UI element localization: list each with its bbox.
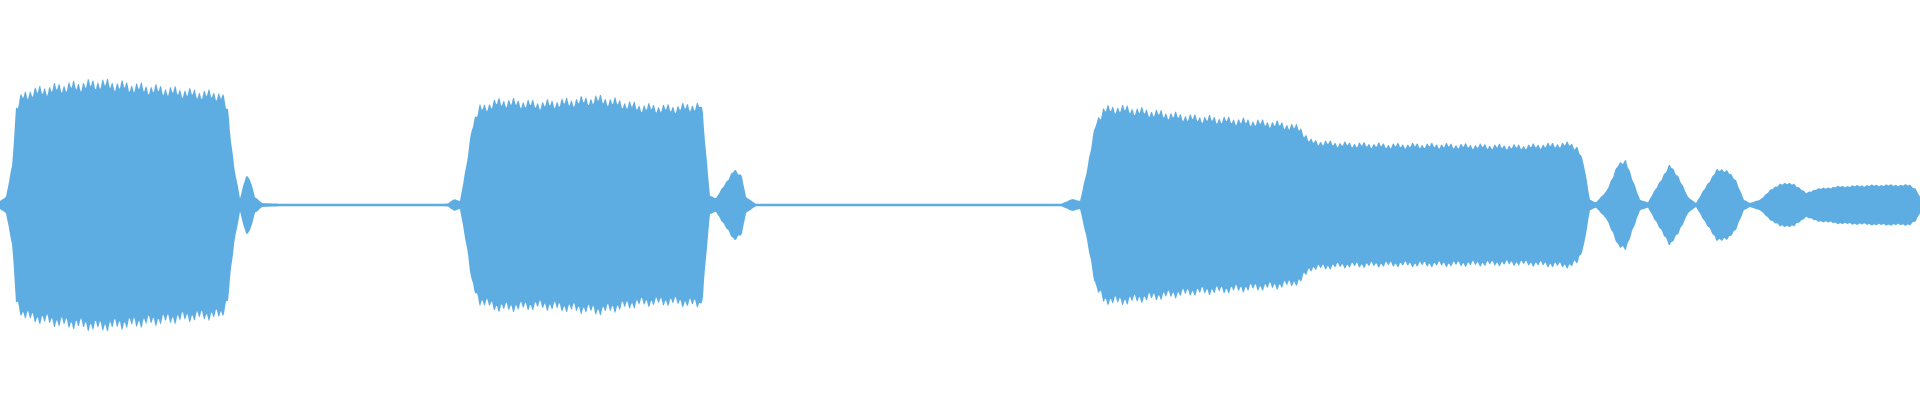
waveform-shape bbox=[0, 78, 1920, 332]
